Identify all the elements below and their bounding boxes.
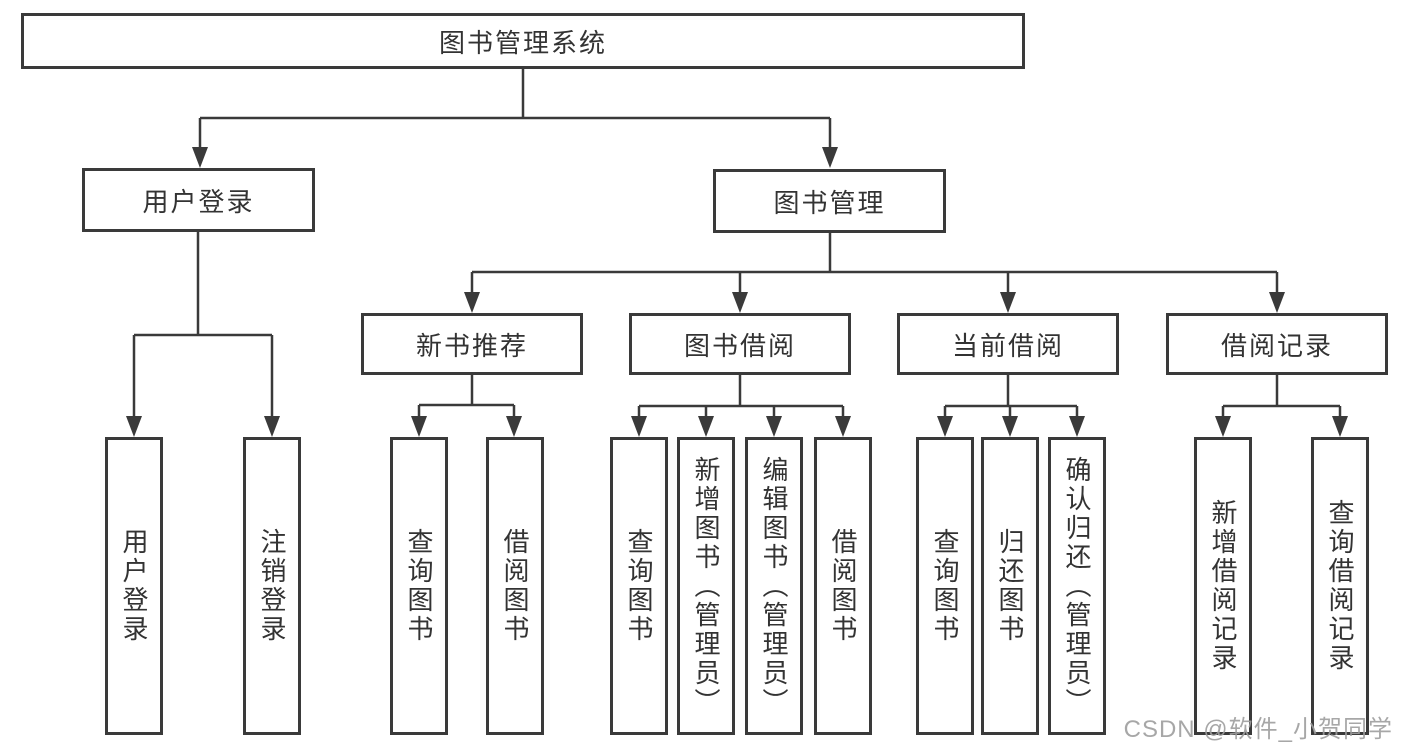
leaf-label: 查询图书 bbox=[930, 528, 960, 644]
csdn-watermark: CSDN @软件_小贺同学 bbox=[1123, 716, 1393, 743]
node-new-book-recommendation: 新书推荐 bbox=[361, 313, 583, 375]
leaf-borrowing-edit-books-admin: 编辑图书（管理员） bbox=[745, 437, 803, 735]
leaf-logout: 注销登录 bbox=[243, 437, 301, 735]
leaf-recommend-borrow-books: 借阅图书 bbox=[486, 437, 544, 735]
leaf-borrowing-add-books-admin: 新增图书（管理员） bbox=[677, 437, 735, 735]
leaf-current-return-books: 归还图书 bbox=[981, 437, 1039, 735]
node-borrowing-records: 借阅记录 bbox=[1166, 313, 1388, 375]
leaf-current-confirm-return-admin: 确认归还（管理员） bbox=[1048, 437, 1106, 735]
leaf-label: 注销登录 bbox=[257, 528, 287, 644]
leaf-label: 借阅图书 bbox=[828, 528, 858, 644]
leaf-label: 查询借阅记录 bbox=[1325, 499, 1355, 673]
leaf-label: 查询图书 bbox=[404, 528, 434, 644]
node-current-borrowing: 当前借阅 bbox=[897, 313, 1119, 375]
leaf-current-query-books: 查询图书 bbox=[916, 437, 974, 735]
leaf-label: 新增借阅记录 bbox=[1208, 499, 1238, 673]
leaf-borrowing-query-books: 查询图书 bbox=[610, 437, 668, 735]
leaf-label: 借阅图书 bbox=[500, 528, 530, 644]
leaf-label: 编辑图书（管理员） bbox=[759, 455, 789, 717]
leaf-records-add-borrow-record: 新增借阅记录 bbox=[1194, 437, 1252, 735]
leaf-user-login: 用户登录 bbox=[105, 437, 163, 735]
leaf-label: 确认归还（管理员） bbox=[1062, 455, 1092, 717]
leaf-label: 用户登录 bbox=[119, 528, 149, 644]
leaf-borrowing-borrow-books: 借阅图书 bbox=[814, 437, 872, 735]
leaf-label: 归还图书 bbox=[995, 528, 1025, 644]
leaf-label: 新增图书（管理员） bbox=[691, 455, 721, 717]
node-book-management: 图书管理 bbox=[713, 169, 946, 233]
node-user-login: 用户登录 bbox=[82, 168, 315, 232]
leaf-records-query-borrow-record: 查询借阅记录 bbox=[1311, 437, 1369, 735]
leaf-recommend-query-books: 查询图书 bbox=[390, 437, 448, 735]
node-book-borrowing: 图书借阅 bbox=[629, 313, 851, 375]
leaf-label: 查询图书 bbox=[624, 528, 654, 644]
node-library-management-system: 图书管理系统 bbox=[21, 13, 1025, 69]
